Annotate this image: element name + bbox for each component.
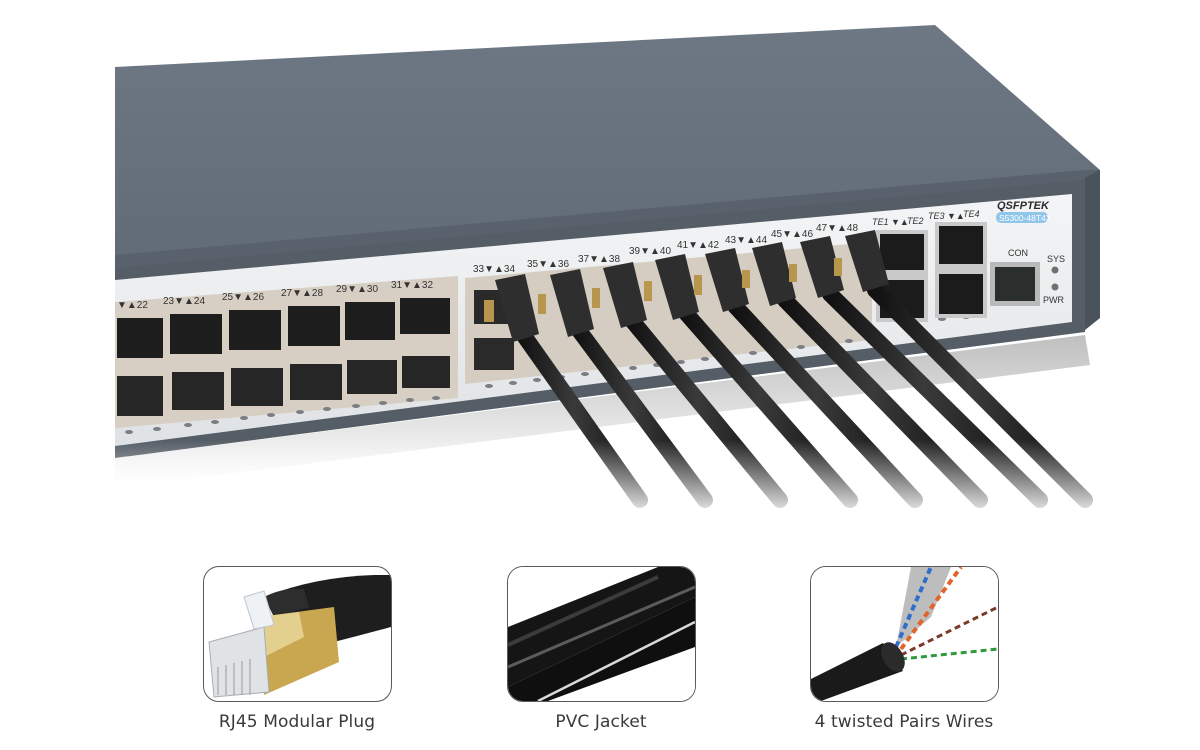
svg-text:▼▲: ▼▲: [947, 211, 965, 221]
port-label: 25▼▲26: [222, 292, 264, 303]
svg-text:▼▲: ▼▲: [891, 217, 909, 227]
port-label: 37▼▲38: [578, 254, 620, 265]
port-label: 35▼▲36: [527, 259, 569, 270]
svg-text:TE4: TE4: [963, 209, 980, 219]
port-label: 45▼▲46: [771, 229, 813, 240]
svg-text:TE2: TE2: [907, 216, 924, 226]
port-label: 27▼▲28: [281, 288, 323, 299]
pvc-jacket-image: [507, 566, 696, 702]
rj45-ports-left: [115, 276, 458, 434]
svg-text:PWR: PWR: [1043, 295, 1064, 305]
chassis-top: [115, 25, 1100, 262]
svg-text:SYS: SYS: [1047, 254, 1065, 264]
svg-text:TE1: TE1: [872, 217, 889, 227]
port-label: 31▼▲32: [391, 280, 433, 291]
twisted-pairs-image: [810, 566, 999, 702]
brand-logo: QSFPTEK: [997, 200, 1050, 212]
port-label: 33▼▲34: [473, 264, 515, 275]
port-label: 47▼▲48: [816, 223, 858, 234]
feature-caption: RJ45 Modular Plug: [218, 712, 376, 732]
feature-caption: PVC Jacket: [555, 712, 647, 732]
port-label: 23▼▲24: [163, 296, 205, 307]
port-label: 29▼▲30: [336, 284, 378, 295]
model-badge: S5300-48T4X: [999, 213, 1052, 223]
port-label: ▼▲22: [117, 300, 148, 311]
svg-text:TE3: TE3: [928, 211, 945, 221]
svg-text:CON: CON: [1008, 248, 1028, 258]
feature-caption: 4 twisted Pairs Wires: [814, 712, 994, 732]
port-label: 39▼▲40: [629, 246, 671, 257]
port-label: 41▼▲42: [677, 240, 719, 251]
rj45-plug-image: [203, 566, 392, 702]
port-label: 43▼▲44: [725, 235, 767, 246]
switch-product-photo: ▼▲22 23▼▲24 25▼▲26 27▼▲28 29▼▲30 31▼▲32 …: [0, 25, 1200, 520]
